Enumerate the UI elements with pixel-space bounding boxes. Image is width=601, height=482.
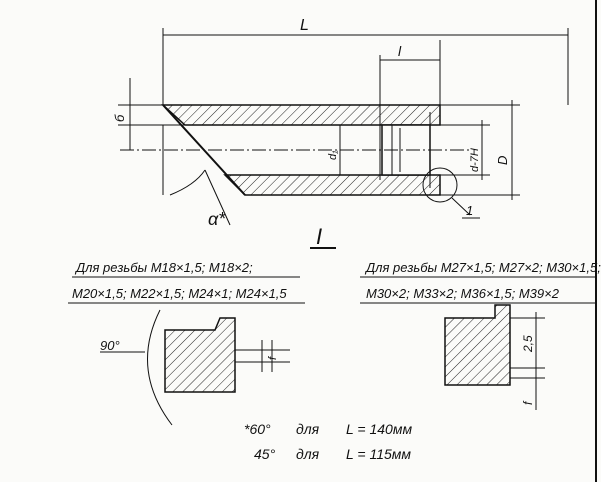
label-l: l — [398, 43, 402, 59]
label-d-7h: d-7H — [469, 148, 481, 172]
detail-right-2-5: 2,5 — [521, 335, 535, 353]
note-2-angle: 45° — [254, 446, 276, 462]
detail-left-angle: 90° — [100, 338, 120, 353]
note-1-word: для — [296, 421, 320, 437]
label-D: D — [495, 156, 510, 165]
detail-left-f: f — [267, 356, 279, 360]
detail-right-f: f — [521, 400, 535, 405]
wall-top-section — [161, 104, 441, 126]
note-1-value: L = 140мм — [346, 421, 412, 437]
label-d1: d₁ — [327, 150, 339, 160]
detail-right: Для резьбы M27×1,5; M27×2; M30×1,5; M30×… — [360, 260, 601, 410]
detail-left: Для резьбы M18×1,5; M18×2; M20×1,5; M22×… — [68, 260, 305, 426]
main-view: L l б d₁ d-7H D — [112, 17, 569, 249]
note-2-word: для — [296, 446, 320, 462]
note-1-angle: *60° — [244, 421, 271, 437]
detail-left-heading-2: M20×1,5; M22×1,5; M24×1; M24×1,5 — [72, 286, 287, 301]
detail-right-heading-2: M30×2; M33×2; M36×1,5; M39×2 — [366, 286, 560, 301]
detail-right-heading-1: Для резьбы M27×1,5; M27×2; M30×1,5; — [364, 260, 601, 275]
label-L: L — [300, 17, 309, 34]
detail-left-section — [164, 317, 236, 393]
label-b: б — [112, 114, 127, 122]
callout-1: 1 — [466, 203, 473, 218]
note-2-value: L = 115мм — [346, 446, 411, 462]
notes: *60° для L = 140мм 45° для L = 115мм — [244, 421, 412, 462]
section-label: I — [316, 224, 322, 249]
label-alpha: α* — [208, 209, 226, 229]
detail-circle — [422, 167, 458, 203]
angle-arc — [147, 309, 173, 426]
detail-right-section — [444, 304, 511, 386]
detail-left-heading-1: Для резьбы M18×1,5; M18×2; — [74, 260, 253, 275]
wall-bottom-section — [223, 174, 441, 196]
